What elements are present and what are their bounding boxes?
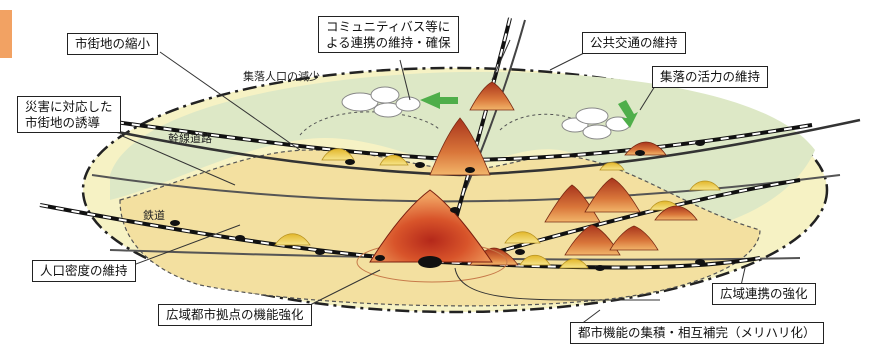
callout-text-line2: よる連携の維持・確保 xyxy=(326,34,451,50)
label-railway: 鉄道 xyxy=(143,209,165,222)
callout-community-bus: コミュニティバス等に よる連携の維持・確保 xyxy=(318,16,459,54)
callout-text-line1: コミュニティバス等に xyxy=(326,19,451,34)
label-trunk-road: 幹線道路 xyxy=(168,132,212,145)
callout-disaster: 災害に対応した 市街地の誘導 xyxy=(17,96,121,134)
callout-public-transport: 公共交通の維持 xyxy=(582,32,686,54)
green-arrow-left xyxy=(420,92,458,109)
callout-text: 市街地の縮小 xyxy=(75,36,151,51)
callout-urban-functions: 都市機能の集積・相互補完（メリハリ化） xyxy=(570,322,824,344)
orange-cones xyxy=(429,81,698,266)
callout-text: 都市機能の集積・相互補完（メリハリ化） xyxy=(578,325,816,340)
callout-text: 人口密度の維持 xyxy=(40,263,128,278)
station-dots xyxy=(170,140,705,271)
callout-wide-area: 広域連携の強化 xyxy=(712,283,816,305)
main-hub-cone xyxy=(369,189,493,263)
former-city-boundary xyxy=(299,111,591,136)
callout-text-line2: 市街地の誘導 xyxy=(25,114,101,130)
callout-city-shrink: 市街地の縮小 xyxy=(67,33,159,55)
yellow-cones xyxy=(274,148,721,269)
callout-text: 広域都市拠点の機能強化 xyxy=(166,307,304,322)
settlement-cluster-left xyxy=(341,86,421,118)
label-settlement-decline: 集落人口の減少 xyxy=(243,70,320,83)
callout-text: 公共交通の維持 xyxy=(590,35,678,50)
callout-text: 集落の活力の維持 xyxy=(660,69,761,84)
callout-population-density: 人口密度の維持 xyxy=(32,260,136,282)
urban-functions-bracket xyxy=(454,267,660,301)
orange-edge-tab xyxy=(0,10,12,58)
callout-regional-hub: 広域都市拠点の機能強化 xyxy=(158,304,312,326)
main-hub-node xyxy=(418,256,442,268)
callout-settlement-vitality: 集落の活力の維持 xyxy=(652,66,769,88)
callout-text-line1: 災害に対応した xyxy=(25,99,113,114)
callout-text: 広域連携の強化 xyxy=(720,286,808,301)
green-arrow-right xyxy=(618,100,638,128)
